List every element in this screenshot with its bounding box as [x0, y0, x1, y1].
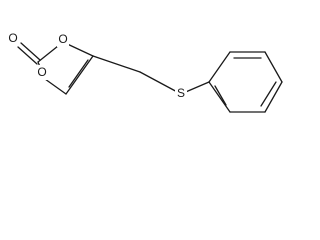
- bond-ch2-s: [139, 71, 182, 95]
- atom-ring-oxygen-bottom: O: [36, 65, 48, 80]
- bond-o3-c4: [44, 78, 67, 95]
- atom-carbonyl-oxygen: O: [7, 31, 19, 46]
- svg-text:O: O: [58, 32, 67, 46]
- bond-c5-ch2: [92, 55, 141, 73]
- atom-sulfur: S: [175, 86, 187, 101]
- atom-ring-oxygen-top: O: [57, 32, 69, 47]
- svg-text:O: O: [8, 31, 17, 45]
- phenyl-ring: [208, 51, 283, 113]
- carbonyl-double-bond: [17, 42, 41, 65]
- chemical-structure-diagram: O O O S: [7, 31, 283, 113]
- svg-text:S: S: [177, 86, 185, 100]
- ring-alkene-double-bond: [65, 55, 94, 95]
- svg-text:O: O: [37, 65, 46, 79]
